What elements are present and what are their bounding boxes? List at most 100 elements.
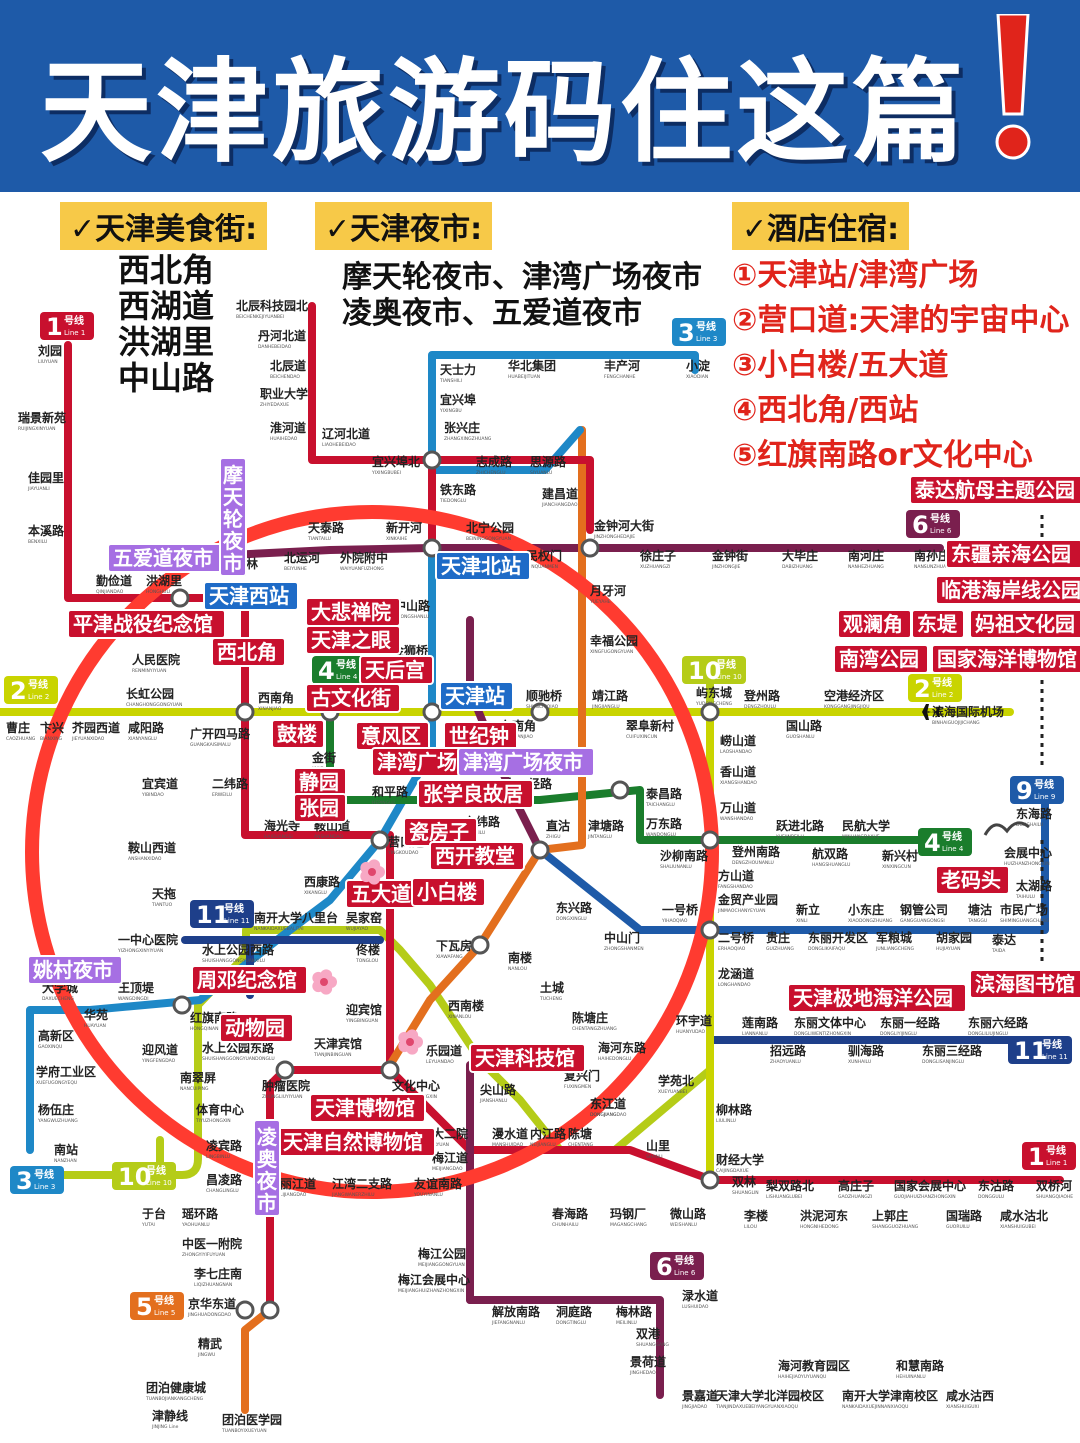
station-name: 思源路 [530,454,567,469]
station-name-en: JINZHONGJIE [711,564,741,570]
line-badge-en: Line 4 [336,673,358,681]
station-name-en: JINGJIADAO [681,1404,708,1410]
attraction-tag-text: 古文化街 [311,686,391,710]
line-badge-cn: 号线 [224,902,244,915]
station-name-en: SHUISHANGGONGYUANXILU [202,958,265,964]
station-name: 翠阜新村 [626,718,674,733]
interchange-marker [530,840,550,860]
station-name-en: ANSHANXIDAO [128,856,162,862]
station-name-en: TONGLOU [355,958,378,964]
station-name-en: ERWEILU [212,792,232,798]
station-name-en: TUCHENG [539,996,563,1002]
attraction-tag-bg [439,681,514,711]
line-badge-number: 10 [118,1163,151,1191]
station-name: 天拖 [152,886,176,901]
attraction-tag: 摩天轮夜市 [219,457,247,577]
station-name: 屿东城 [696,685,732,700]
attraction-tag: 西北角 [211,637,286,667]
station-name: 龙涵道 [718,966,754,981]
blossom-icon [360,859,385,885]
station-name-en: HAIGUANGSI [264,834,293,840]
station-name: 顺驰桥 [526,688,563,703]
line-badge-number: 1 [1028,1143,1045,1171]
attraction-tag-text: 周邓纪念馆 [197,968,297,992]
station-name: 凌宾路 [206,1138,243,1153]
station-name-en: NANSUNZHUANG [914,564,954,570]
station-name-en: NANLOU [508,966,527,972]
station-name: 北辰道 [270,358,306,373]
attraction-tag: 东堤 [911,609,965,639]
metro-line-line10 [18,656,714,1179]
station-name-en: GUOSHANLU [786,734,815,740]
attraction-tag-text: 泰达航母主题公园 [914,478,1075,502]
station-name-en: YANGWUZHUANG [37,1118,78,1124]
station-name-en: ZHONGYIYIFUYUAN [182,1252,225,1258]
station-name: 天津宾馆 [314,1036,362,1051]
attraction-tag-text: 滨海图书馆 [975,972,1075,996]
station-name: 国家会展中心 [894,1178,966,1193]
station-name: 丽江道 [280,1176,316,1191]
attraction-tag-text: 大悲禅院 [311,600,391,624]
station-name: 招远路 [770,1043,807,1058]
attraction-tag-text: 张园 [299,796,339,820]
station-name-en: XIANGSHANDAO [720,780,757,786]
line-badge-cn: 号线 [336,658,356,671]
station-name-en: SHUANGGANG [636,1342,669,1348]
attraction-tag-bg [469,1043,586,1073]
station-name: 丹河北道 [258,328,306,343]
station-name: 万东路 [645,816,683,831]
station-name-en: TIEDONGLU [439,498,466,504]
station-name: 东江道 [590,1096,626,1111]
station-name: 职业大学 [260,386,308,401]
station-name: 泰昌路 [645,786,683,801]
hotel-item: ①天津站/津湾广场 [732,258,979,293]
station-name: 学苑北 [658,1073,694,1088]
station-name: 东丽三经路 [922,1043,983,1058]
station-name-en: TANGGU [967,918,987,924]
line-badge-en: Line 2 [932,691,953,699]
station-name-en: LISHUANGLUBEI [766,1194,802,1200]
line-badge-en: Line 5 [154,1309,175,1317]
station-name: 民航大学 [842,818,890,833]
station-name-en: YUDONGCHENG [695,701,733,707]
line-badge-cn: 号线 [1046,1144,1066,1157]
station-name: 江湾二支路 [332,1176,393,1191]
metro-line-line3 [428,406,584,474]
station-name-en: ZHICHENGLU [476,470,506,476]
station-name: 玛钢厂 [610,1206,646,1221]
attraction-tag-bg [935,865,1010,895]
station-name-en: YOUYINANLU [413,1192,443,1198]
station-name: 梅林路 [616,1304,653,1319]
station-name: 南站 [54,1142,78,1157]
station-name: 双港 [636,1326,661,1341]
station-name-en: NEIJIANGLU [530,1142,556,1148]
station-name-en: WANSHANDAO [720,816,754,822]
station-name-en: XINANLOU [448,1014,471,1020]
